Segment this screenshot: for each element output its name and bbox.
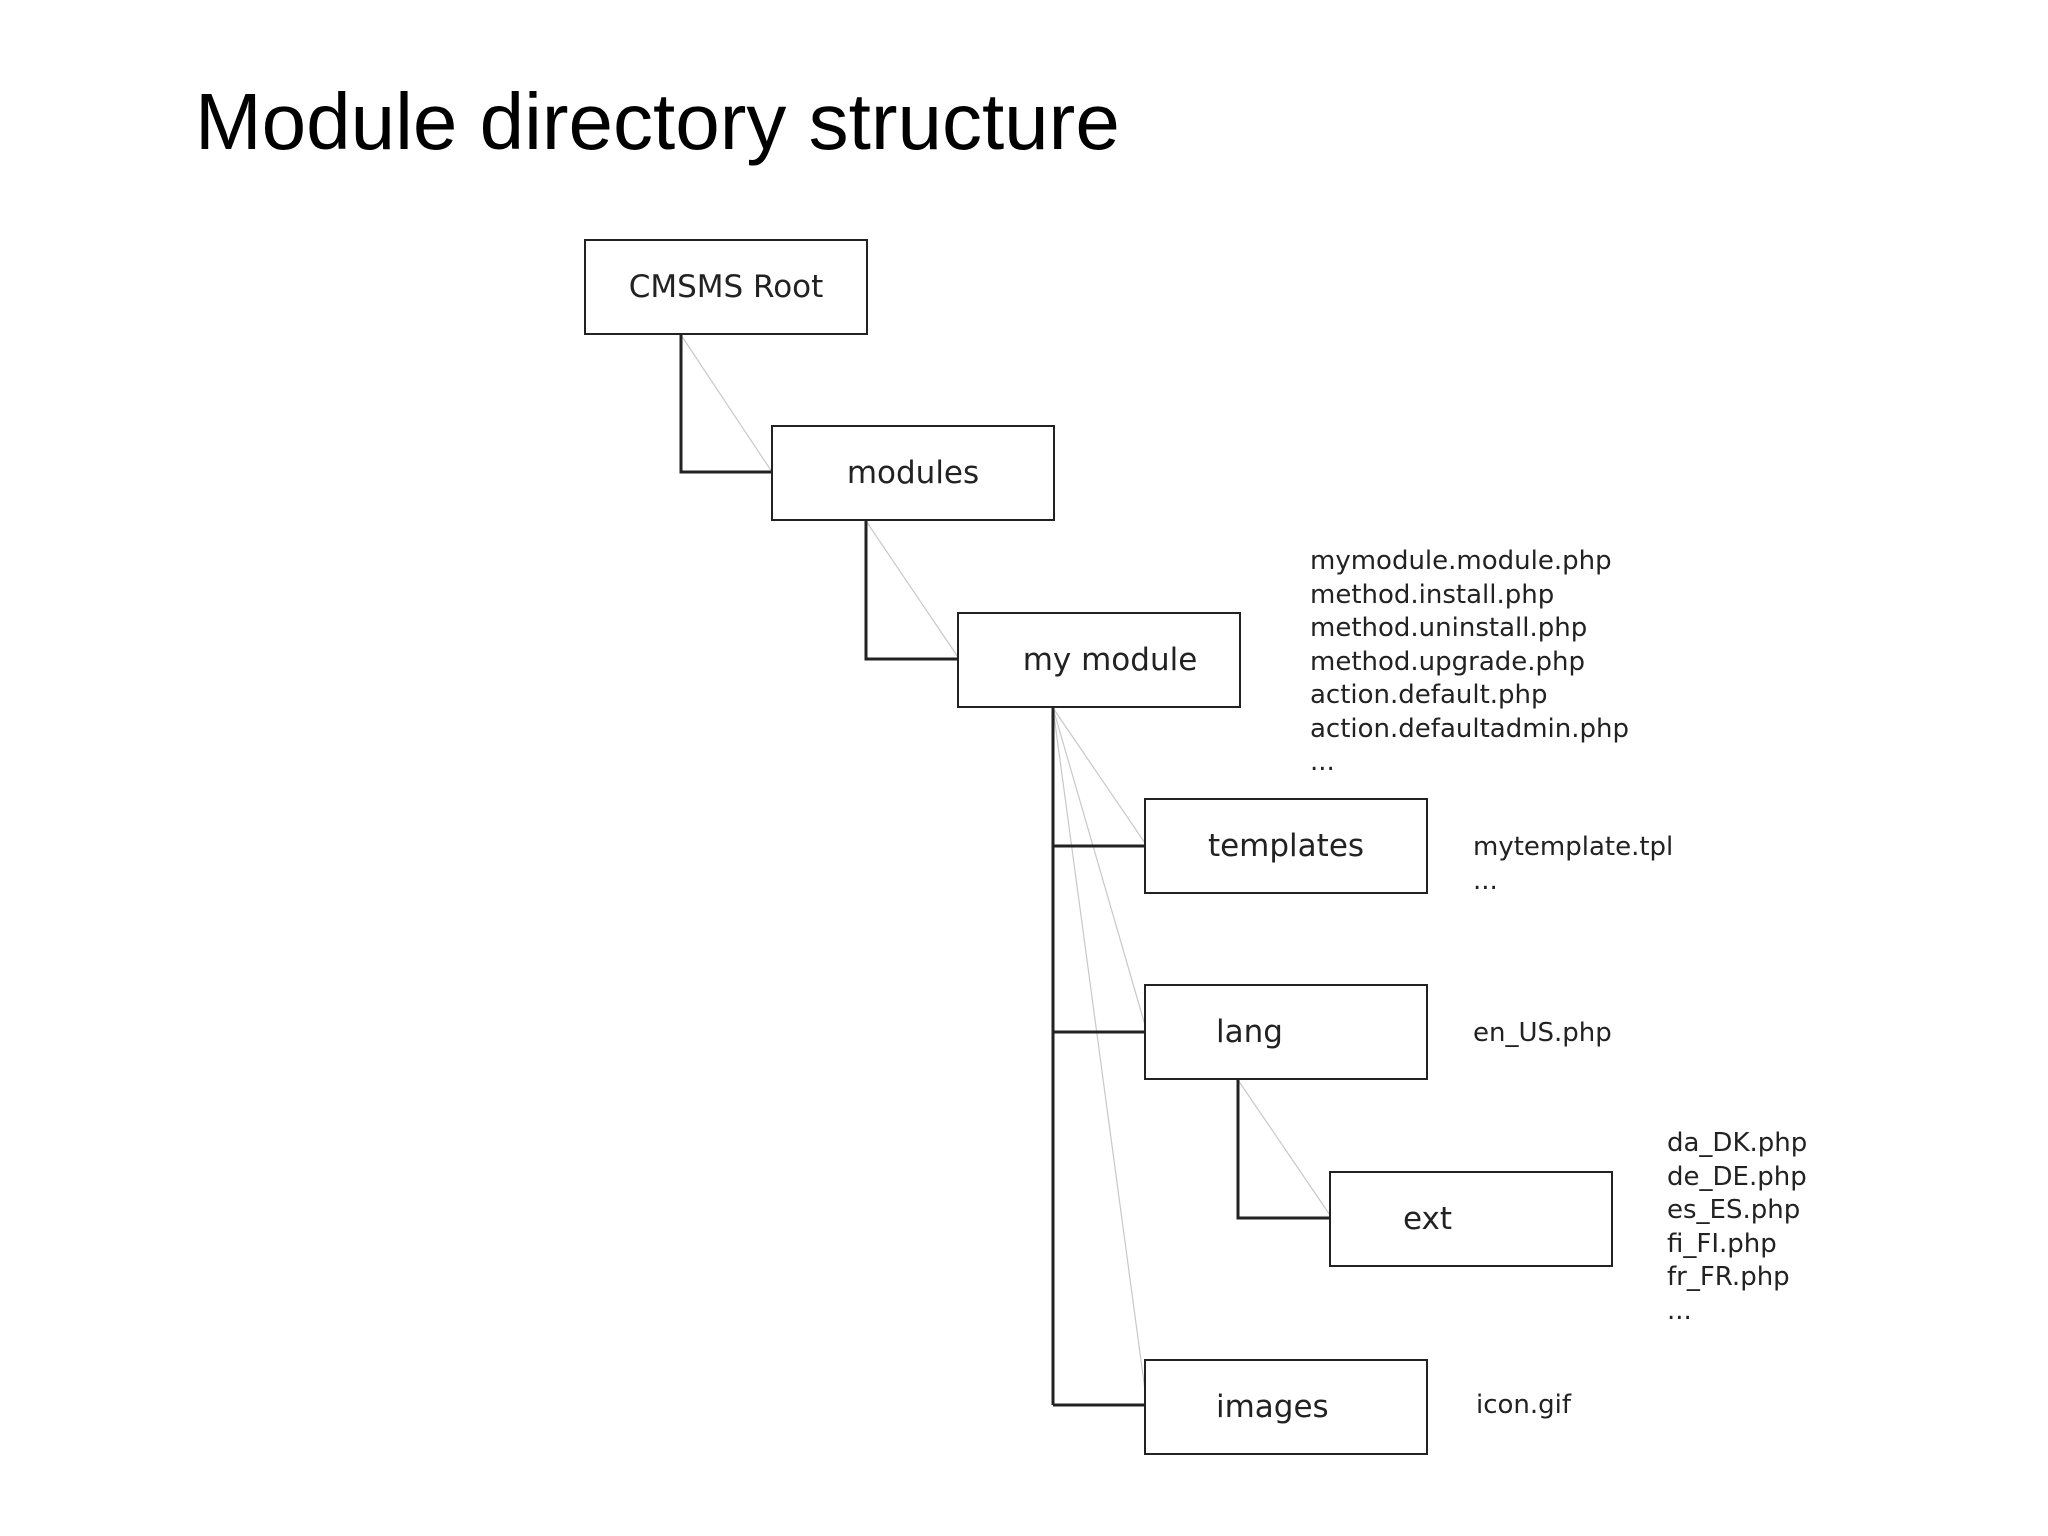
file-list-templates: mytemplate.tpl ... xyxy=(1473,831,1673,898)
node-images: images xyxy=(1144,1359,1428,1455)
node-label: modules xyxy=(846,455,980,491)
file-item: method.uninstall.php xyxy=(1310,613,1588,643)
connector-lang-ext xyxy=(1236,1080,1332,1220)
file-item: fi_FI.php xyxy=(1667,1228,1777,1259)
node-modules: modules xyxy=(771,425,1055,521)
node-label: lang xyxy=(1216,1014,1283,1050)
file-item: icon.gif xyxy=(1476,1390,1572,1420)
node-my-module: my module xyxy=(957,612,1241,708)
node-label: ext xyxy=(1403,1201,1453,1237)
node-templates: templates xyxy=(1144,798,1428,894)
file-list-my-module: mymodule.module.php method.install.php m… xyxy=(1310,545,1629,780)
guide-line xyxy=(1052,707,1148,1033)
file-item: mytemplate.tpl xyxy=(1473,832,1674,862)
file-item: action.defaultadmin.php xyxy=(1310,713,1629,744)
node-label: my module xyxy=(1022,642,1198,678)
node-label: images xyxy=(1216,1389,1329,1425)
node-lang: lang xyxy=(1144,984,1428,1080)
file-item: en_US.php xyxy=(1473,1018,1612,1048)
file-list-ext: da_DK.php de_DE.php es_ES.php fi_FI.php … xyxy=(1667,1127,1807,1328)
guide-line xyxy=(865,520,961,661)
file-item: ... xyxy=(1310,747,1335,777)
file-list-lang: en_US.php xyxy=(1473,1017,1612,1051)
node-ext: ext xyxy=(1329,1171,1613,1267)
file-item: action.default.php xyxy=(1310,680,1548,710)
connector-lines xyxy=(679,335,1332,1407)
guide-line xyxy=(1052,707,1148,847)
file-item: ... xyxy=(1667,1295,1692,1326)
file-item: da_DK.php xyxy=(1667,1128,1808,1158)
node-cmsms-root: CMSMS Root xyxy=(584,239,868,335)
file-item: mymodule.module.php xyxy=(1310,546,1612,576)
file-item: es_ES.php xyxy=(1667,1195,1801,1225)
file-list-images: icon.gif xyxy=(1476,1389,1571,1423)
guide-line xyxy=(680,334,775,476)
file-item: method.upgrade.php xyxy=(1310,646,1586,677)
node-label: templates xyxy=(1207,828,1365,864)
guide-line xyxy=(1237,1079,1333,1219)
file-item: method.install.php xyxy=(1310,579,1555,610)
guide-line xyxy=(1052,707,1148,1406)
guide-lines xyxy=(680,334,1333,1406)
connector-root-modules xyxy=(679,335,774,474)
node-label: CMSMS Root xyxy=(628,269,824,305)
file-item: ... xyxy=(1473,865,1498,896)
file-item: fr_FR.php xyxy=(1667,1262,1790,1292)
connector-modules-mymodule xyxy=(864,521,960,661)
slide-title: Module directory structure xyxy=(195,77,1120,166)
file-item: de_DE.php xyxy=(1667,1161,1807,1192)
